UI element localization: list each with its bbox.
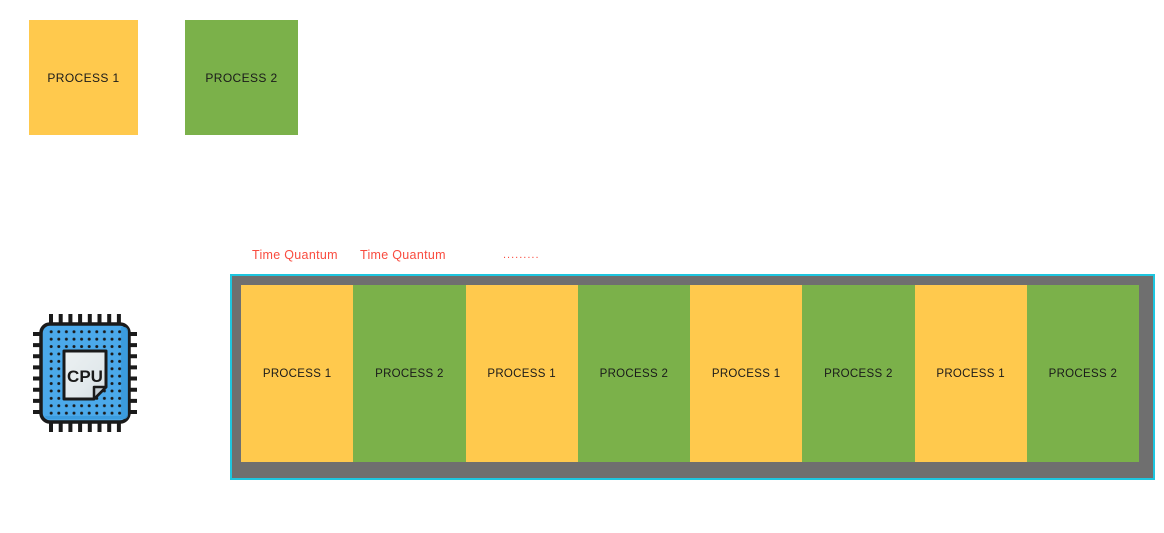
cpu-chip-icon: CPU xyxy=(33,314,137,432)
cpu-icon: CPU xyxy=(33,314,137,432)
timeline-slice-7: PROCESS 1 xyxy=(914,285,1027,462)
time-quantum-ellipsis: ......... xyxy=(503,249,540,261)
process-2-legend-label: PROCESS 2 xyxy=(205,70,278,85)
timeline-slice-5: PROCESS 1 xyxy=(690,285,803,462)
cpu-timeline-container: PROCESS 1 PROCESS 2 PROCESS 1 PROCESS 2 … xyxy=(230,274,1155,480)
time-quantum-label-2: Time Quantum xyxy=(360,248,446,262)
timeline-slice-6: PROCESS 2 xyxy=(802,285,915,462)
timeline-slice-4: PROCESS 2 xyxy=(577,285,690,462)
time-quantum-label-1: Time Quantum xyxy=(252,248,338,262)
cpu-label: CPU xyxy=(67,367,103,386)
process-1-legend-box: PROCESS 1 xyxy=(29,20,138,135)
process-1-legend-label: PROCESS 1 xyxy=(47,70,120,85)
timeline-slice-2: PROCESS 2 xyxy=(353,285,466,462)
timeline-slice-1: PROCESS 1 xyxy=(241,285,354,462)
timeline-slice-8: PROCESS 2 xyxy=(1026,285,1139,462)
process-2-legend-box: PROCESS 2 xyxy=(185,20,298,135)
timeline-slice-3: PROCESS 1 xyxy=(465,285,578,462)
cpu-screen-fold xyxy=(92,385,108,401)
